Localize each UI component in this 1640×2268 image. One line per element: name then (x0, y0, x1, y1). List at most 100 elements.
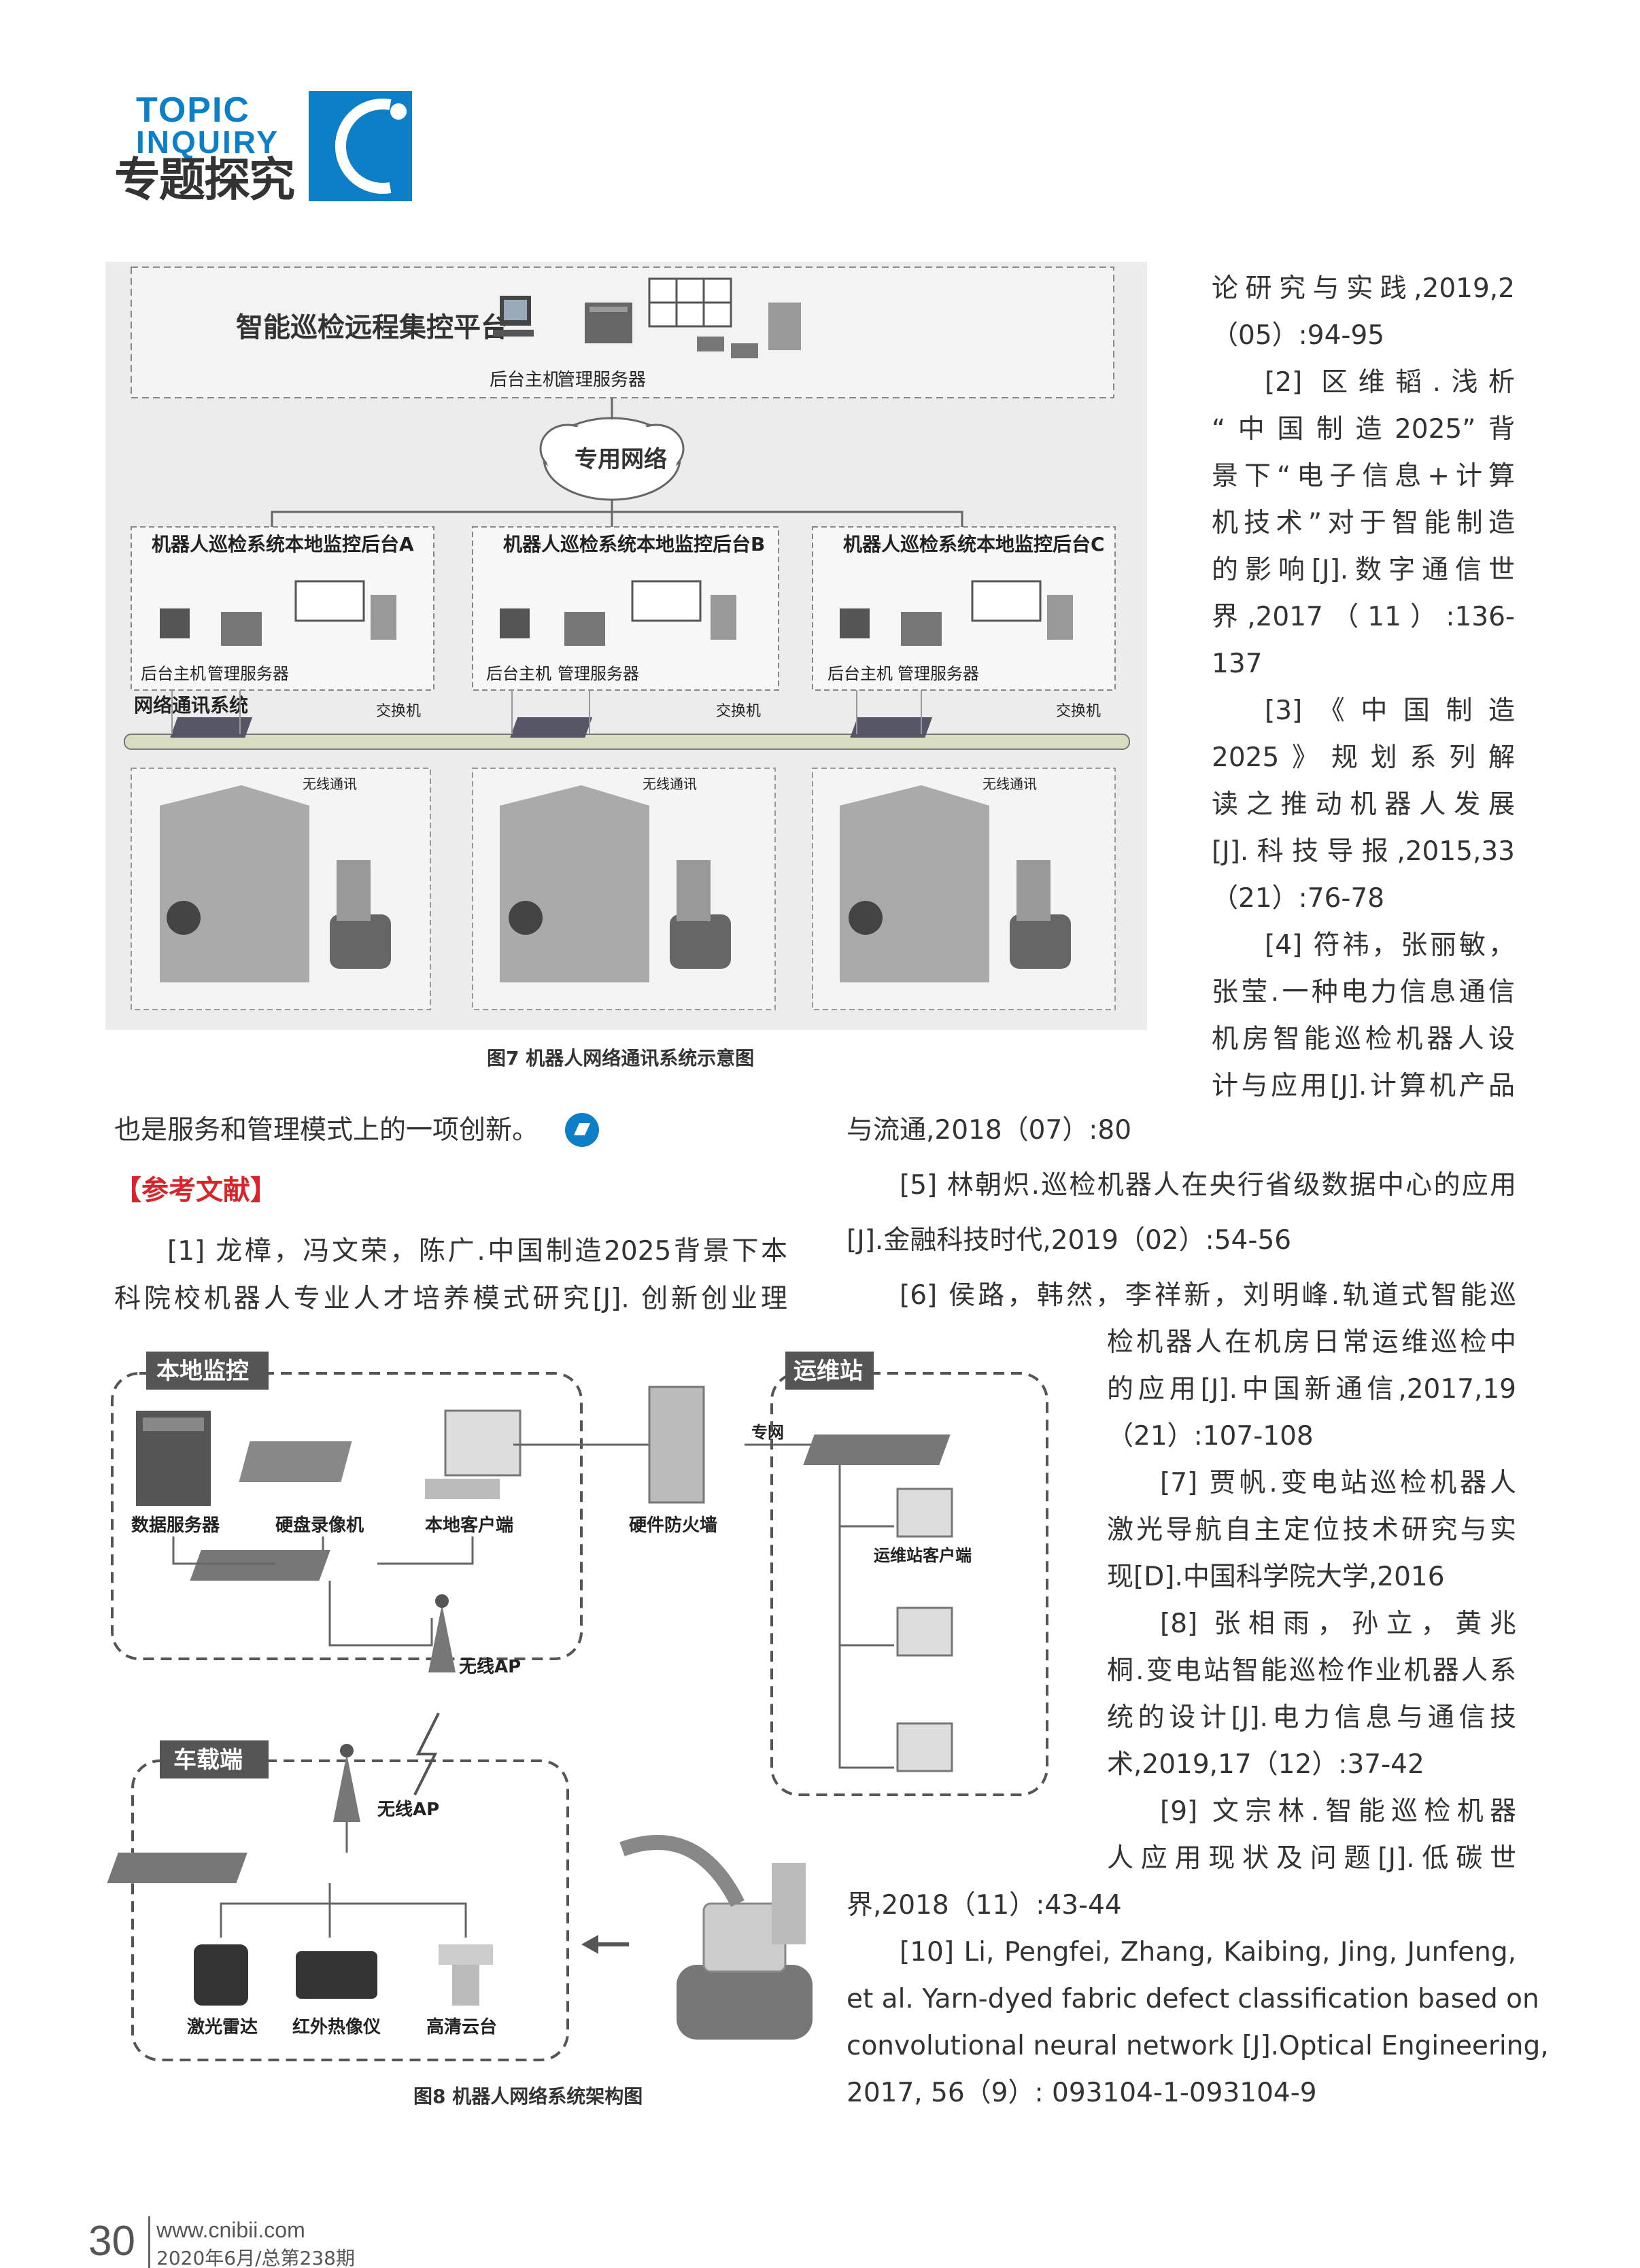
body-innovation-text: 也是服务和管理模式上的一项创新。 (114, 1115, 539, 1146)
ref-line: 2017, 56（9）: 093104-1-093104-9 (847, 2078, 1317, 2108)
fig7-switch-c-label: 交换机 (1056, 703, 1101, 720)
ref-line: [9] 文宗林.智能巡检机器 (1160, 1796, 1516, 1827)
fig7-site-illustrations (160, 785, 1071, 982)
page-number: 30 (88, 2218, 135, 2265)
ref-line: 桐.变电站智能巡检作业机器人系 (1107, 1655, 1516, 1686)
fig8-wireless-ap-bottom-label: 无线AP (377, 1800, 439, 1820)
fig7-wireless-b-label: 无线通讯 (643, 776, 697, 792)
fig7-platform-video-wall-icon (648, 277, 732, 328)
fig8-ops-client-label: 运维站客户端 (874, 1546, 972, 1565)
fig7-platform-cameras-icon (697, 303, 801, 358)
figure-8-caption: 图8 机器人网络系统架构图 (413, 2085, 643, 2108)
logo-chinese-text: 专题探究 (114, 154, 295, 207)
fig8-private-net-label: 专网 (751, 1423, 784, 1442)
fig8-local-client-label: 本地客户端 (425, 1515, 513, 1536)
ref-line: （05）:94-95 (1212, 320, 1385, 351)
ref-line: 的应用[J].中国新通信,2017,19 (1107, 1374, 1516, 1405)
figure-8: 本地监控 数据服务器 硬盘录像机 本地客户端 无线AP 硬件防火墙 专网 运维站… (105, 1346, 1050, 2067)
fig7-switch-a-label: 交换机 (376, 703, 421, 720)
fig8-thermal-label: 红外热像仪 (292, 2016, 381, 2038)
ref-line: （21）:107-108 (1107, 1421, 1314, 1451)
fig7-comm-bus (124, 734, 1130, 750)
fig8-dvr-icon (239, 1441, 352, 1482)
fig7-platform-title: 智能巡检远程集控平台 (236, 312, 508, 343)
ref-line: [2] 区维韬.浅析 (1265, 367, 1515, 398)
figure-7-caption: 图7 机器人网络通讯系统示意图 (487, 1047, 755, 1069)
ref-line: 论研究与实践,2019,2 (1212, 273, 1515, 304)
fig8-local-monitor-label: 本地监控 (156, 1358, 249, 1385)
ref-line: “中国制造2025”背 (1212, 414, 1515, 445)
fig8-ops-client-icons (896, 1488, 953, 1772)
ref-line: [6] 侯路，韩然，李祥新，刘明峰.轨道式智能巡 (900, 1280, 1516, 1311)
fig8-local-switch-icon (190, 1550, 330, 1581)
logo-topic-text: TOPIC (136, 90, 250, 130)
fig8-firewall-icon (648, 1386, 705, 1504)
ref-line: [4] 符祎，张丽敏， (1265, 930, 1515, 961)
ref-line: 现[D].中国科学院大学,2016 (1107, 1562, 1445, 1592)
figure-7: 智能巡检远程集控平台 后台主机 管理服务器 专用网络 (105, 262, 1147, 1030)
ref-line: [J].金融科技时代,2019（02）:54-56 (847, 1225, 1292, 1256)
fig8-local-client-icon (425, 1409, 522, 1499)
fig7-local-b-label: 机器人巡检系统本地监控后台B (503, 533, 765, 555)
fig7-platform-host-label: 后台主机 (490, 370, 560, 390)
ref-line: 激光导航自主定位技术研究与实 (1107, 1515, 1516, 1545)
fig7-private-network-label: 专用网络 (575, 446, 667, 473)
ref-line: 137 (1212, 649, 1263, 679)
ref-line: [10] Li, Pengfei, Zhang, Kaibing, Jing, … (900, 1937, 1516, 1968)
fig7-switch-icons (170, 717, 933, 738)
fig7-switch-b-label: 交换机 (716, 703, 761, 720)
ref-line: 机房智能巡检机器人设 (1212, 1024, 1515, 1054)
figure-8-diagram: 本地监控 数据服务器 硬盘录像机 本地客户端 无线AP 硬件防火墙 专网 运维站… (107, 1352, 1048, 2061)
fig8-dvr-label: 硬盘录像机 (275, 1515, 364, 1536)
footer-issue: 2020年6月/总第238期 (156, 2247, 355, 2268)
ref-line: 科院校机器人专业人才培养模式研究[J]. 创新创业理 (114, 1284, 787, 1314)
ref-line: （21）:76-78 (1212, 883, 1385, 914)
fig8-vehicle-label: 车载端 (173, 1747, 243, 1774)
fig7-local-b-server-label: 管理服务器 (558, 664, 639, 683)
figure-7-diagram: 智能巡检远程集控平台 后台主机 管理服务器 专用网络 (124, 267, 1130, 1010)
fig8-lidar-icon (194, 1944, 248, 2006)
fig8-wireless-ap-top-icon (428, 1594, 456, 1672)
ref-line: [3]《中国制造 (1265, 695, 1515, 726)
ref-line: [5] 林朝炽.巡检机器人在央行省级数据中心的应用 (900, 1170, 1516, 1201)
ref-line: 界,2017（11）:136- (1212, 602, 1515, 632)
fig8-wireless-ap-bottom-icon (333, 1744, 360, 1822)
fig8-thermal-camera-icon (296, 1951, 377, 1999)
ref-line: 与流通,2018（07）:80 (847, 1115, 1132, 1146)
fig7-local-c-label: 机器人巡检系统本地监控后台C (843, 533, 1105, 555)
ref-line: [J].科技导报,2015,33 (1212, 836, 1515, 867)
footer-divider (148, 2216, 150, 2268)
fig8-data-server-icon (136, 1411, 211, 1506)
footer-website: www.cnibii.com (156, 2218, 305, 2242)
ref-line: 检机器人在机房日常运维巡检中 (1107, 1327, 1516, 1358)
fig7-local-c-host-label: 后台主机 (827, 664, 893, 683)
logo-mark-icon (309, 91, 412, 201)
fig7-local-equipment-icons (160, 580, 1073, 646)
fig8-ptz-camera-icon (439, 1944, 493, 2006)
fig8-lightning-icon (413, 1713, 440, 1796)
ref-line: 的影响[J].数字通信世 (1212, 555, 1515, 585)
fig7-local-a-host-label: 后台主机 (141, 664, 206, 683)
ref-line: 张莹.一种电力信息通信 (1212, 977, 1515, 1008)
fig8-robot-icon (619, 1835, 813, 2040)
ref-line: convolutional neural network [J].Optical… (847, 2031, 1549, 2061)
ref-line: 人应用现状及问题[J].低碳世 (1107, 1843, 1516, 1874)
fig8-vehicle-switch-icon (107, 1853, 247, 1883)
fig8-firewall-label: 硬件防火墙 (629, 1515, 717, 1536)
ref-line: [1] 龙樟，冯文荣，陈广.中国制造2025背景下本 (167, 1236, 787, 1267)
fig7-local-a-server-label: 管理服务器 (207, 664, 289, 683)
fig8-ops-switch-icon (803, 1434, 951, 1465)
ref-line: [7] 贾帆.变电站巡检机器人 (1160, 1468, 1516, 1498)
fig7-platform-server-icon (585, 303, 632, 343)
ref-line: 术,2019,17（12）:37-42 (1107, 1749, 1424, 1780)
fig7-platform-server-label: 管理服务器 (558, 370, 646, 390)
fig8-ptz-label: 高清云台 (426, 2016, 497, 2038)
logo-inquiry-text: INQUIRY (136, 124, 279, 160)
fig7-platform-host-icon (493, 296, 534, 337)
ref-line: 机技术”对于智能制造 (1212, 508, 1515, 538)
end-mark-icon (565, 1113, 599, 1147)
ref-line: 统的设计[J].电力信息与通信技 (1107, 1702, 1516, 1733)
fig8-data-server-label: 数据服务器 (131, 1515, 220, 1536)
ref-line: 景下“电子信息+计算 (1212, 461, 1515, 492)
fig7-wireless-c-label: 无线通讯 (983, 776, 1037, 792)
